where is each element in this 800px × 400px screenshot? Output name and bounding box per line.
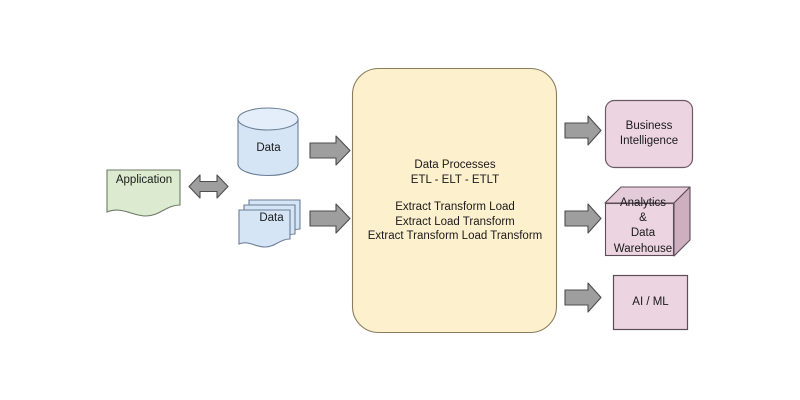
data-store-to-process-arrow[interactable] [309,135,351,166]
process-to-business-intelligence-arrow[interactable] [564,115,602,146]
data-store-shape[interactable] [237,107,299,177]
process-to-analytics-warehouse-arrow[interactable] [564,203,602,234]
process-panel-shape[interactable] [351,67,558,334]
ai-ml-shape[interactable] [612,274,689,331]
application-to-data-arrow[interactable] [188,174,229,199]
process-to-ai-ml-arrow[interactable] [564,282,602,313]
data-files-to-process-arrow[interactable] [309,203,351,234]
application-shape[interactable] [106,169,181,217]
data-files-shape[interactable] [238,199,301,248]
analytics-data-warehouse-shape[interactable] [604,186,691,257]
business-intelligence-shape[interactable] [604,99,694,169]
